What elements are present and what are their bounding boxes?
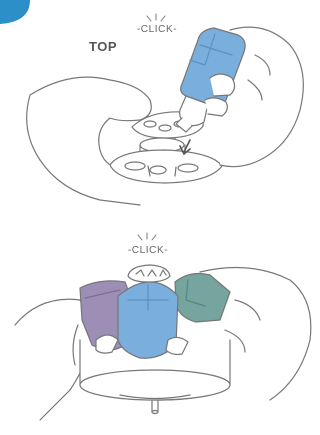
click-burst-icon-top [147, 14, 165, 21]
panel-bottom [15, 265, 311, 420]
corner-badge [0, 0, 30, 24]
click-label-bottom: -CLICK- [128, 245, 168, 256]
click-burst-icon-bottom [138, 233, 156, 240]
left-hand-top [27, 77, 152, 205]
click-label-top: -CLICK- [137, 24, 177, 35]
top-label: TOP [89, 39, 117, 54]
lower-plate [110, 150, 222, 183]
panel-top [27, 27, 304, 205]
